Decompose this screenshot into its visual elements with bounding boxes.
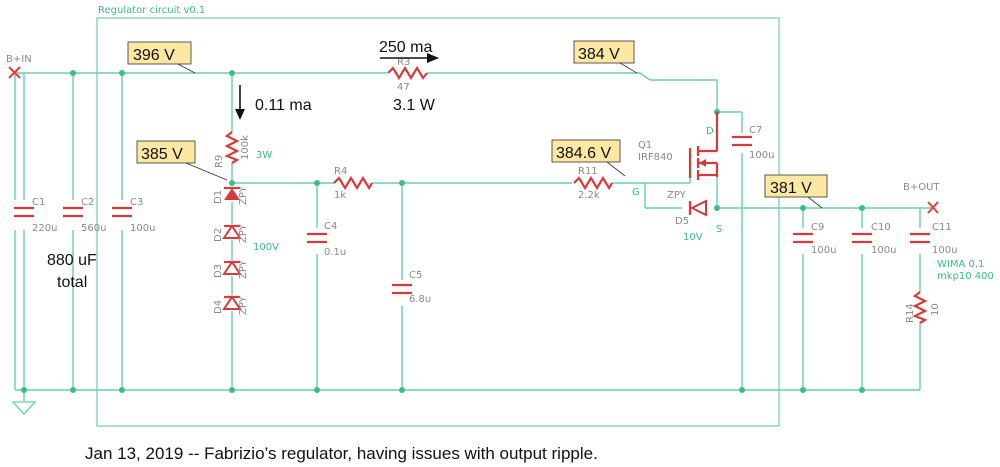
c5-name: C5 [409,270,422,281]
resistor-r14: R14 10 [905,291,941,324]
r9-value: 100k [240,135,251,160]
ground-symbol [11,401,37,415]
r14-name: R14 [905,303,916,323]
voltage-callout-output: 381 V [764,174,828,209]
sheet-frame [96,17,780,427]
capacitor-c2: C2 560u [63,197,106,234]
c5-value: 6.8u [409,294,431,305]
d4-value: ZPY [238,295,249,315]
d1-name: D1 [213,190,224,204]
zener-d1: D1 ZPY [213,185,249,205]
capacitor-c1: C1 220u [14,197,57,234]
port-bplus-in: B+IN [6,54,32,79]
c4-value: 0.1u [324,247,346,258]
r4-name: R4 [334,166,347,177]
voltage-output-text: 381 V [770,180,812,197]
zener-d5: ZPY D5 10V [667,190,708,243]
junction-dots [21,70,865,393]
zener-d2: D2 ZPY [213,223,249,243]
c9-name: C9 [811,222,824,233]
d3-value: ZPY [238,259,249,279]
c7-name: C7 [749,125,762,136]
d1-value: ZPY [238,185,249,205]
voltage-callout-drain: 384 V [573,40,638,74]
frame-title: Regulator circuit v0.1 [98,5,205,16]
zener-d3: D3 ZPY [213,259,249,279]
zener-voltage-note: 100V [253,242,279,253]
mosfet-q1: Q1 IRF840 D G S [632,112,722,235]
c4-name: C4 [324,221,337,232]
current-main-text: 250 ma [379,39,432,56]
voltage-reference-text: 385 V [141,146,183,163]
capacitor-c4: C4 0.1u [307,221,346,258]
voltage-input-text: 396 V [133,47,175,64]
d5-value: ZPY [667,190,687,201]
d5-voltage-note: 10V [683,232,703,243]
c11-name: C11 [932,222,952,233]
d4-name: D4 [213,300,224,314]
d3-name: D3 [213,264,224,278]
c1-name: C1 [32,197,45,208]
c2-name: C2 [81,197,94,208]
c10-value: 100u [871,245,896,256]
c2-value: 560u [81,223,106,234]
current-arrow-main: 250 ma [379,39,439,63]
q1-value: IRF840 [638,152,673,163]
r11-value: 2.2k [578,190,600,201]
resistor-r9: R9 100k 3W [214,131,272,168]
r4-value: 1k [334,190,346,201]
current-arrow-reference: 0.11 ma [235,85,312,120]
voltage-callout-gate: 384.6 V [551,139,626,177]
c3-value: 100u [130,223,155,234]
c11-note-wima: WIMA 0,1 [937,259,984,270]
c11-value: 100u [932,245,957,256]
c3-name: C3 [130,197,143,208]
r14-value: 10 [930,303,941,316]
capacitor-c5: C5 6.8u [392,270,431,306]
voltage-drain-text: 384 V [578,46,620,63]
q1-pin-drain: D [706,126,714,137]
port-out-label: B+OUT [903,182,940,193]
resistor-r11: R11 2.2k [573,166,613,201]
d2-value: ZPY [238,223,249,243]
voltage-callout-input: 396 V [127,41,196,74]
power-r3-text: 3.1 W [393,97,436,114]
q1-name: Q1 [638,140,652,151]
q1-pin-source: S [716,224,722,235]
capacitor-c7: C7 100u [732,125,774,161]
d5-name: D5 [675,216,689,227]
d2-name: D2 [213,228,224,242]
c1-value: 220u [32,223,57,234]
r3-name: R3 [397,57,410,68]
r3-value: 47 [397,82,410,93]
r9-power-note: 3W [256,150,272,161]
c10-name: C10 [871,222,891,233]
diagram-caption: Jan 13, 2019 -- Fabrizio’s regulator, ha… [85,444,598,463]
c11-note-mkp: mkp10 400 [937,271,994,282]
total-capacitance-line2: total [57,274,87,291]
capacitor-c10: C10 100u [852,222,896,256]
capacitor-c11: C11 100u WIMA 0,1 mkp10 400 [910,222,994,282]
capacitor-c9: C9 100u [793,222,836,256]
resistor-r4: R4 1k [333,166,373,201]
r9-name: R9 [214,155,225,168]
voltage-gate-text: 384.6 V [556,145,611,162]
voltage-callout-reference: 385 V [136,140,228,181]
port-bplus-out: B+OUT [903,182,940,214]
port-in-label: B+IN [6,54,32,65]
q1-pin-gate: G [632,187,640,198]
c7-value: 100u [749,150,774,161]
r11-name: R11 [578,166,598,177]
resistor-r3: R3 47 [387,57,428,93]
c9-value: 100u [811,245,836,256]
zener-d4: D4 ZPY [213,295,249,315]
current-reference-text: 0.11 ma [255,97,312,114]
total-capacitance-line1: 880 uF [47,252,97,269]
capacitor-c3: C3 100u [112,197,155,234]
